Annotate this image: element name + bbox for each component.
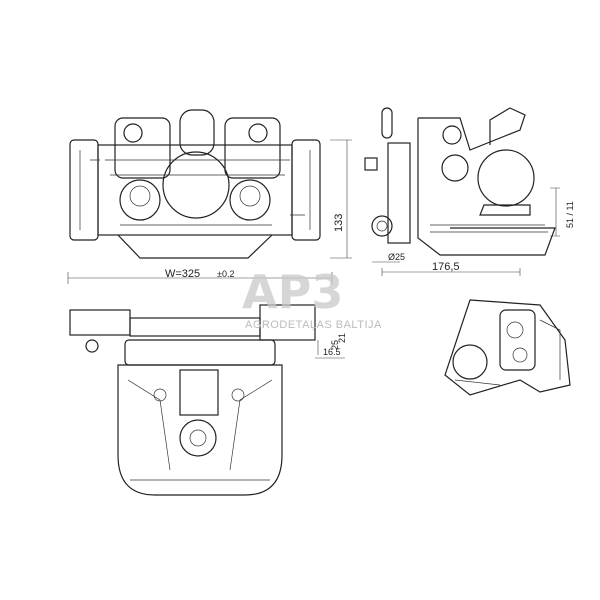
- depth-dimension-label: 176,5: [432, 261, 460, 273]
- watermark-text: AGRODETAĻAS BALTIJA: [245, 319, 382, 331]
- front-view: [69, 109, 321, 259]
- watermark: AP3 AGRODETAĻAS BALTIJA: [242, 265, 382, 331]
- side-view: [364, 107, 556, 256]
- plate-b-label: 21: [337, 333, 347, 343]
- top-view: [69, 304, 316, 496]
- ball-height-label: 51 / 11: [565, 201, 575, 228]
- isometric-view: [444, 299, 571, 396]
- plate-c-label: 16.5: [323, 347, 341, 357]
- height-dimension-label: 133: [333, 214, 345, 232]
- top-dimensions: [315, 340, 345, 359]
- plate-a-label: 25: [330, 340, 340, 350]
- width-tolerance-label: ±0.2: [217, 269, 234, 279]
- side-dimensions: [372, 187, 560, 276]
- pin-diameter-label: Ø25: [388, 252, 405, 262]
- watermark-logo: AP3: [242, 265, 343, 319]
- front-dimensions: [67, 139, 352, 284]
- width-dimension-label: W=325: [165, 268, 200, 280]
